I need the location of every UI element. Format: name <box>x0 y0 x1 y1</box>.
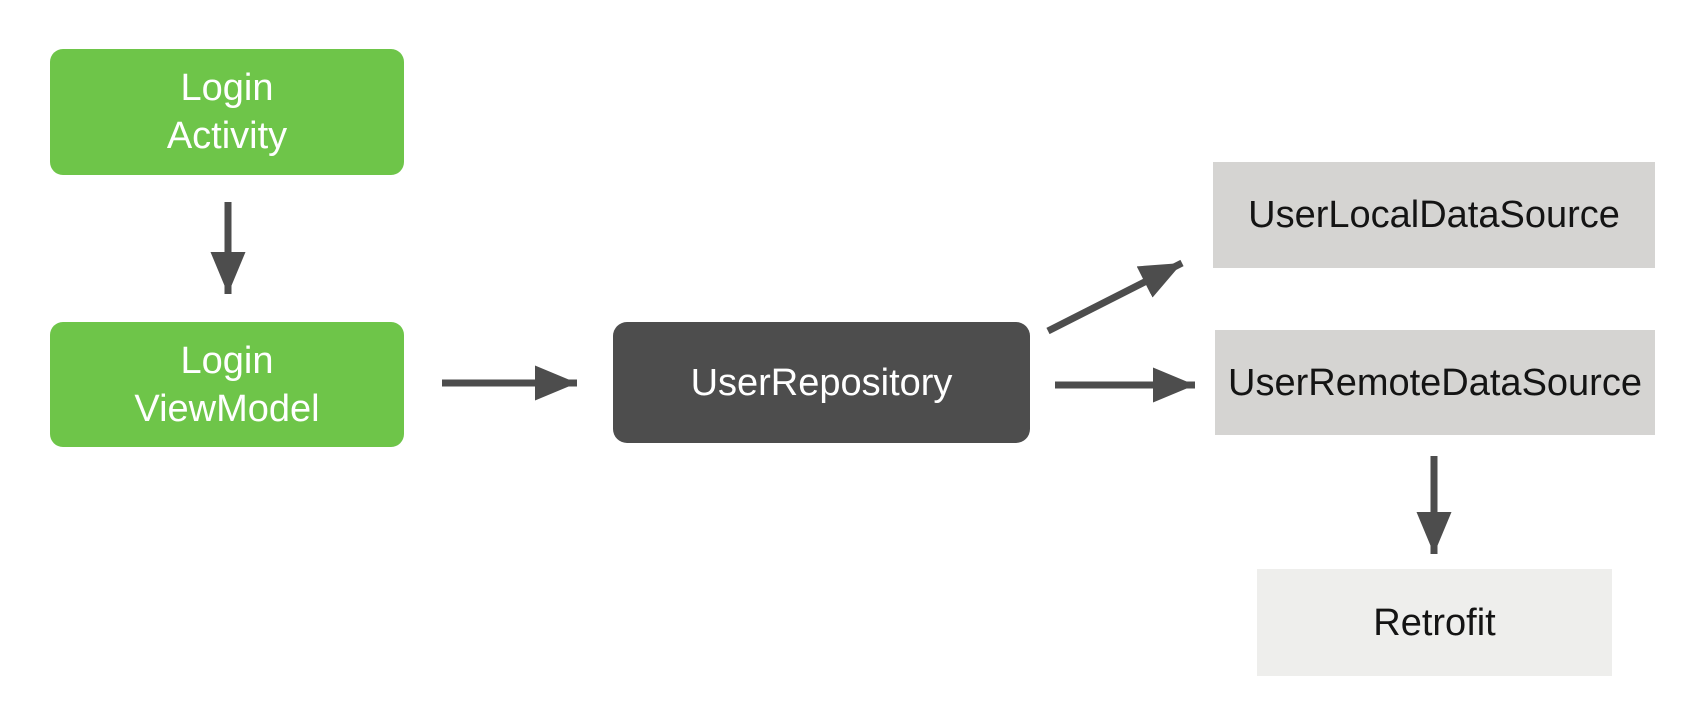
node-login-viewmodel: Login ViewModel <box>50 322 404 447</box>
node-login-viewmodel-label-line2: ViewModel <box>134 387 320 430</box>
node-login-activity-label-line2: Activity <box>166 115 288 157</box>
node-user-local-datasource: UserLocalDataSource <box>1213 162 1655 268</box>
node-login-activity: Login Activity <box>50 49 404 175</box>
arrow-user-repository-to-user-local-datasource <box>1046 259 1184 335</box>
node-user-remote-datasource-label: UserRemoteDataSource <box>1228 361 1642 404</box>
node-retrofit-label: Retrofit <box>1373 601 1496 644</box>
node-user-local-datasource-label: UserLocalDataSource <box>1248 194 1620 236</box>
node-login-viewmodel-label-line1: Login <box>180 339 274 382</box>
node-user-remote-datasource: UserRemoteDataSource <box>1215 330 1655 435</box>
node-retrofit: Retrofit <box>1257 569 1612 676</box>
node-user-repository: UserRepository <box>613 322 1030 443</box>
node-user-repository-label: UserRepository <box>690 361 953 404</box>
node-login-activity-label-line1: Login <box>180 67 274 109</box>
